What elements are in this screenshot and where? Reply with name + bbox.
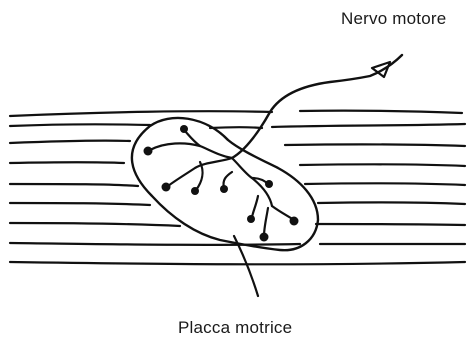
terminal-branch [272,206,294,220]
muscle-fiber [10,262,465,264]
terminal-bouton [247,215,255,223]
muscle-fiber [285,144,465,146]
muscle-fiber [305,183,465,185]
muscle-fiber [300,111,462,113]
motor-nerve-label: Nervo motore [341,9,446,29]
muscle-fiber [10,184,138,186]
terminal-boutons [144,125,299,242]
terminal-bouton [191,187,199,195]
terminal-branch [264,208,268,236]
muscle-fiber [272,124,465,127]
terminal-branch [150,143,232,158]
muscle-fiber [318,202,465,204]
terminal-bouton [290,217,299,226]
terminal-bouton [144,147,153,156]
terminal-bouton [162,183,171,192]
terminal-bouton [265,180,273,188]
muscle-fiber [210,127,262,128]
muscle-fiber [10,111,272,116]
terminal-branch [252,196,258,218]
motor-end-plate-label: Placca motrice [178,318,292,338]
muscle-fiber [316,224,465,225]
terminal-bouton [180,125,188,133]
end-plate-outline [132,118,318,250]
muscle-fiber [10,223,180,226]
muscle-fiber [300,164,465,166]
terminal-bouton [220,185,228,193]
terminal-bouton [260,233,269,242]
muscle-fiber [10,141,130,143]
muscle-fiber [10,124,150,126]
muscle-fiber [10,203,150,205]
muscle-fiber [10,243,300,245]
muscle-fiber [10,162,124,163]
